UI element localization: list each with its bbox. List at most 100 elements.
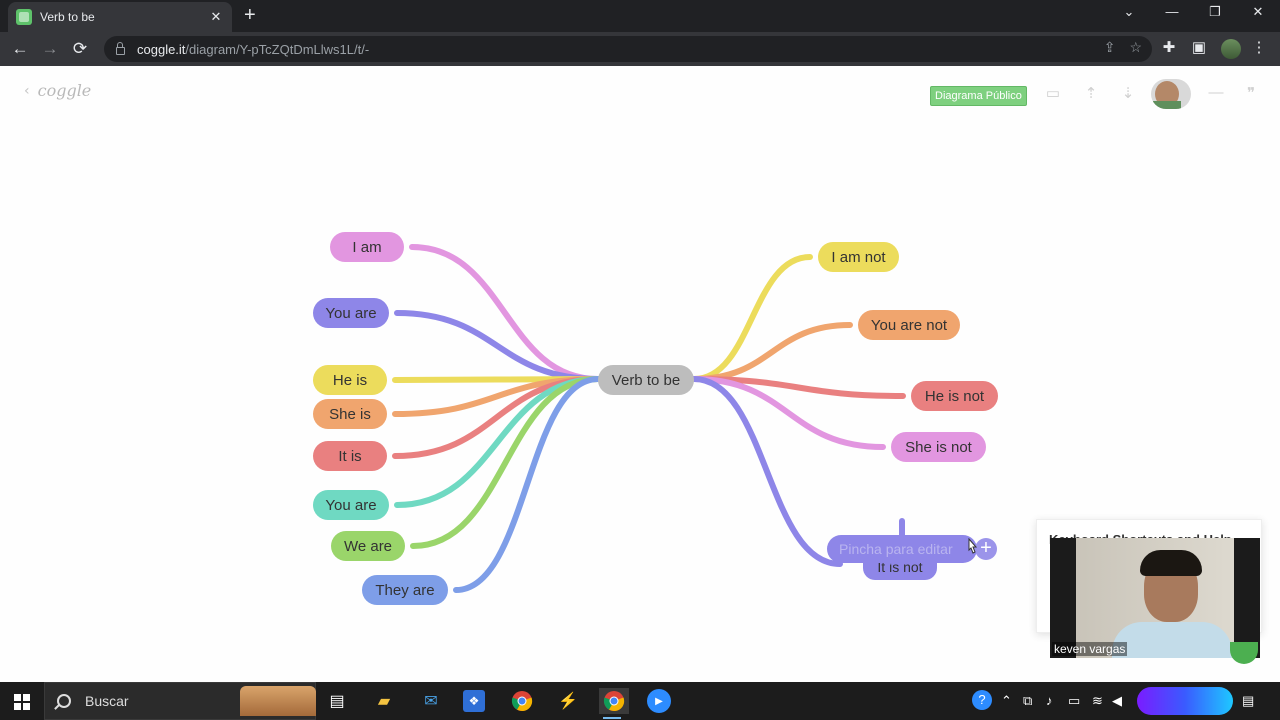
- taskbar-search-label: Buscar: [85, 693, 129, 709]
- node-left-3[interactable]: She is: [313, 399, 387, 429]
- public-diagram-badge[interactable]: Diagrama Público: [930, 86, 1027, 106]
- node-left-2[interactable]: He is: [313, 365, 387, 395]
- tab-title: Verb to be: [40, 10, 95, 24]
- wifi-icon[interactable]: ≋: [1092, 693, 1103, 708]
- restore-button[interactable]: ❐: [1209, 4, 1221, 19]
- webcam-name-label: keven vargas: [1052, 642, 1128, 656]
- collaborators-avatar[interactable]: [1151, 79, 1191, 109]
- chrome-active-icon[interactable]: [599, 688, 629, 719]
- volume-icon[interactable]: ◀: [1112, 693, 1122, 708]
- mouse-cursor-icon: [968, 538, 978, 554]
- app-icon[interactable]: ⚡: [558, 693, 578, 710]
- share-icon[interactable]: ⇪: [1103, 39, 1116, 55]
- tray-overflow-icon[interactable]: ⌃: [1001, 693, 1012, 708]
- node-right-3[interactable]: She is not: [891, 432, 986, 462]
- branch-line: [691, 376, 886, 450]
- search-highlight-image: [240, 686, 316, 716]
- coggle-favicon-icon: [16, 9, 32, 25]
- url-path: /diagram/Y-pTcZQtDmLlws1L/t/-: [185, 41, 370, 57]
- meet-now-icon[interactable]: ⧉: [1023, 693, 1033, 708]
- browser-tab-bar: Verb to be ✕ + ⌄ — ❐ ✕: [0, 0, 1280, 32]
- node-left-0[interactable]: I am: [330, 232, 404, 262]
- node-left-1[interactable]: You are: [313, 298, 389, 328]
- back-chevron-icon: ‹: [24, 82, 30, 99]
- lock-icon: [116, 42, 125, 55]
- quote-icon[interactable]: ❞: [1246, 85, 1256, 102]
- branch-line: [691, 254, 813, 382]
- search-icon: [57, 694, 71, 708]
- node-label: He is not: [924, 387, 985, 405]
- battery-icon[interactable]: ▭: [1068, 693, 1081, 708]
- branch-line: [691, 376, 843, 567]
- edit-placeholder: Pincha para editar: [839, 541, 953, 557]
- download-icon[interactable]: ⇣: [1121, 85, 1135, 102]
- close-window-button[interactable]: ✕: [1252, 4, 1264, 19]
- coggle-logo[interactable]: ‹ coggle: [24, 81, 91, 100]
- upload-icon[interactable]: ⇡: [1084, 85, 1098, 102]
- node-left-5[interactable]: You are: [313, 490, 389, 520]
- branch-line: [394, 310, 601, 382]
- node-left-4[interactable]: It is: [313, 441, 387, 471]
- profile-avatar[interactable]: [1221, 39, 1241, 59]
- branch-line: [453, 376, 601, 593]
- node-left-7[interactable]: They are: [362, 575, 448, 605]
- avatar-shirt: [1153, 101, 1181, 109]
- coggle-canvas[interactable]: ‹ coggle Diagrama Público ▭ ⇡ ⇣ — ❞ I am…: [0, 66, 1280, 682]
- edit-node-input[interactable]: Pincha para editar: [827, 535, 977, 563]
- branch-line: [410, 376, 601, 549]
- reload-button[interactable]: ⟳: [72, 39, 88, 58]
- node-label: It is: [338, 447, 362, 465]
- tab-search-icon[interactable]: ⌄: [1123, 4, 1135, 19]
- task-view-icon[interactable]: ▤: [329, 693, 345, 710]
- tab-verb-to-be[interactable]: Verb to be ✕: [8, 2, 232, 32]
- coggle-brand-text: coggle: [37, 81, 92, 100]
- node-label: You are: [325, 304, 377, 322]
- file-explorer-icon[interactable]: ▰: [377, 693, 391, 710]
- browser-toolbar: ← → ⟳ coggle.it /diagram/Y-pTcZQtDmLlws1…: [0, 32, 1280, 66]
- branch-line: [409, 244, 601, 382]
- node-label: I am: [352, 238, 382, 256]
- back-button[interactable]: ←: [11, 39, 29, 58]
- url-host: coggle.it: [137, 41, 186, 57]
- bookmark-star-icon[interactable]: ☆: [1129, 39, 1142, 55]
- node-label: We are: [343, 537, 393, 555]
- windows-start-icon[interactable]: [14, 694, 30, 710]
- node-left-6[interactable]: We are: [331, 531, 405, 561]
- node-label: I am not: [831, 248, 886, 266]
- webcam-person-body: [1112, 622, 1232, 658]
- node-right-1[interactable]: You are not: [858, 310, 960, 340]
- node-label: She is: [329, 405, 371, 423]
- node-right-2[interactable]: He is not: [911, 381, 998, 411]
- mind-map-branches: [392, 244, 906, 593]
- green-status-indicator: [1230, 642, 1258, 664]
- root-node[interactable]: Verb to be: [598, 365, 694, 395]
- node-label: You are: [325, 496, 377, 514]
- mail-icon[interactable]: ✉: [424, 693, 438, 710]
- forward-button[interactable]: →: [41, 39, 59, 58]
- minimize-button[interactable]: —: [1165, 4, 1179, 19]
- clock-area[interactable]: [1137, 687, 1233, 715]
- branch-stub: [899, 518, 905, 538]
- tab-close-icon[interactable]: ✕: [210, 9, 222, 24]
- node-right-0[interactable]: I am not: [818, 242, 899, 272]
- webcam-overlay: keven vargas: [1050, 538, 1260, 658]
- microphone-icon[interactable]: ♪: [1046, 693, 1053, 708]
- minus-icon[interactable]: —: [1208, 84, 1224, 101]
- browser-menu-icon[interactable]: ⋮: [1251, 39, 1267, 56]
- windows-taskbar: Buscar ▤ ▰ ✉ ❖ ⚡ ▶ ? ⌃ ⧉ ♪ ▭ ≋ ◀ ▤: [0, 682, 1280, 720]
- add-branch-button[interactable]: +: [975, 538, 997, 560]
- help-tray-icon[interactable]: ?: [972, 690, 992, 710]
- notifications-icon[interactable]: ▤: [1242, 693, 1255, 708]
- address-bar[interactable]: coggle.it /diagram/Y-pTcZQtDmLlws1L/t/- …: [104, 36, 1152, 62]
- zoom-icon[interactable]: ▶: [647, 689, 671, 713]
- dropbox-icon[interactable]: ❖: [463, 690, 485, 712]
- node-label: You are not: [870, 316, 948, 334]
- extensions-icon[interactable]: ✚: [1162, 39, 1176, 56]
- node-label: He is: [332, 371, 368, 389]
- node-label: She is not: [905, 438, 972, 456]
- new-tab-button[interactable]: +: [244, 4, 256, 26]
- node-label: They are: [375, 581, 435, 599]
- chrome-icon[interactable]: [509, 688, 535, 714]
- present-icon[interactable]: ▭: [1045, 85, 1061, 102]
- side-panel-icon[interactable]: ▣: [1191, 39, 1207, 56]
